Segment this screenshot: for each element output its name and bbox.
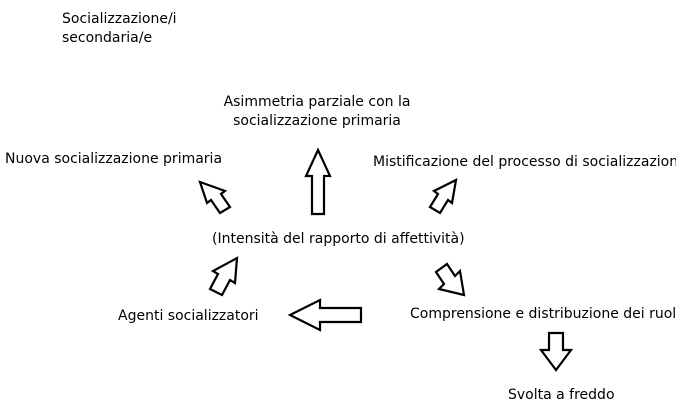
node-comprensione: Comprensione e distribuzione dei ruoli <box>410 306 676 322</box>
title-line-2: secondaria/e <box>62 30 153 46</box>
diagram-title: Socializzazione/i secondaria/e <box>62 10 177 48</box>
node-asimmetria: Asimmetria parziale con la socializzazio… <box>212 93 422 131</box>
arrow-up-asimmetria <box>304 147 332 216</box>
arrow-up-right-intensita <box>208 256 239 297</box>
arrow-up-right-mistificazione <box>428 178 458 215</box>
node-mistificazione: Mistificazione del processo di socializz… <box>373 154 676 170</box>
node-asimmetria-line-2: socializzazione primaria <box>233 113 401 129</box>
node-nuova-socializzazione: Nuova socializzazione primaria <box>5 151 223 167</box>
title-line-1: Socializzazione/i <box>62 11 177 27</box>
arrow-left-agenti <box>287 298 363 332</box>
node-asimmetria-line-1: Asimmetria parziale con la <box>223 94 411 110</box>
node-agenti-socializzatori: Agenti socializzatori <box>118 308 259 324</box>
node-intensita: (Intensità del rapporto di affettività) <box>212 231 465 247</box>
arrow-down-right-comprensione <box>434 262 466 297</box>
arrow-down-svolta <box>538 331 574 372</box>
arrow-up-left-nuova <box>198 180 232 215</box>
node-svolta-a-freddo: Svolta a freddo <box>508 387 615 403</box>
